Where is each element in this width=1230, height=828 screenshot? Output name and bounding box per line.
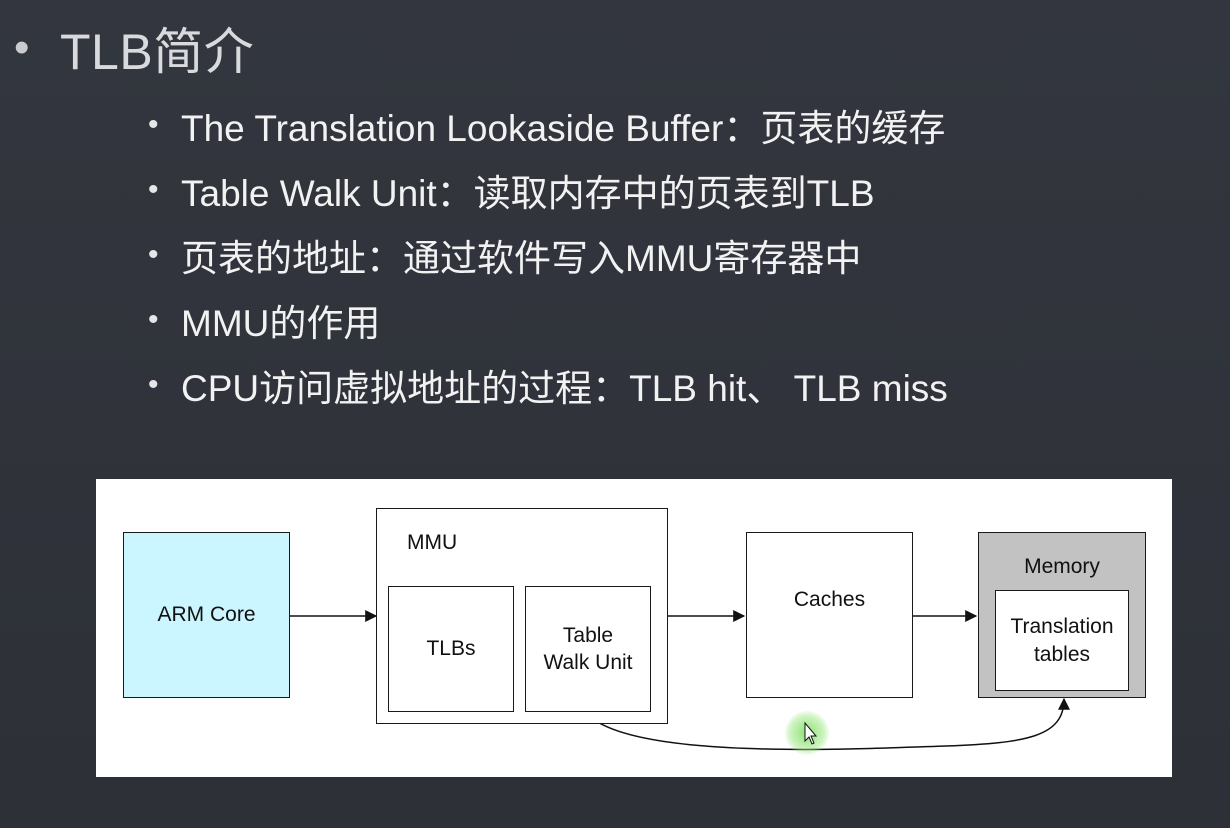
tlbs-label: TLBs [426, 637, 476, 661]
bullet-item: • MMU的作用 [148, 287, 948, 352]
memory-label: Memory [1024, 555, 1100, 578]
translation-tables-label-line1: Translation [1010, 615, 1114, 639]
translation-tables-box: Translation tables [995, 590, 1129, 691]
arm-core-box: ARM Core [123, 532, 290, 698]
move-cursor-icon [785, 711, 829, 755]
bullet-dot-icon: • [148, 237, 159, 271]
bullet-text: The Translation Lookaside Buffer：页表的缓存 [181, 107, 946, 149]
bullet-text: CPU访问虚拟地址的过程：TLB hit、 TLB miss [181, 367, 948, 409]
table-walk-unit-box: Table Walk Unit [525, 586, 651, 712]
bullet-item: • Table Walk Unit：读取内存中的页表到TLB [148, 157, 948, 222]
table-walk-unit-label-line1: Table [562, 623, 614, 647]
bullet-dot-icon: • [148, 302, 159, 336]
bullet-dot-icon: • [148, 107, 159, 141]
mmu-label: MMU [407, 531, 458, 554]
bullet-item: • The Translation Lookaside Buffer：页表的缓存 [148, 92, 948, 157]
arm-core-label: ARM Core [157, 603, 256, 627]
table-walk-unit-label-line2: Walk Unit [543, 651, 633, 674]
bullet-text: Table Walk Unit：读取内存中的页表到TLB [181, 172, 875, 214]
mmu-diagram: ARM Core MMU TLBs Table Walk Unit Caches… [96, 479, 1172, 777]
bullet-text: 页表的地址：通过软件写入MMU寄存器中 [181, 237, 862, 279]
tlbs-box: TLBs [388, 586, 514, 712]
caches-box: Caches [746, 532, 913, 698]
bullet-item: • 页表的地址：通过软件写入MMU寄存器中 [148, 222, 948, 287]
bullet-text: MMU的作用 [181, 302, 381, 344]
translation-tables-label-line2: tables [1033, 642, 1091, 666]
bullet-list: • The Translation Lookaside Buffer：页表的缓存… [148, 92, 948, 417]
bullet-dot-icon: • [148, 172, 159, 206]
title-text: TLB简介 [60, 24, 255, 80]
bullet-item: • CPU访问虚拟地址的过程：TLB hit、 TLB miss [148, 352, 948, 417]
bullet-dot-icon: • [148, 367, 159, 401]
diagram-connectors [290, 610, 1070, 751]
title-bullet-icon: • [14, 23, 30, 72]
caches-label: Caches [793, 588, 866, 612]
arrow-walk-to-tables [595, 697, 1070, 751]
slide-title: • TLB简介 [14, 12, 254, 84]
